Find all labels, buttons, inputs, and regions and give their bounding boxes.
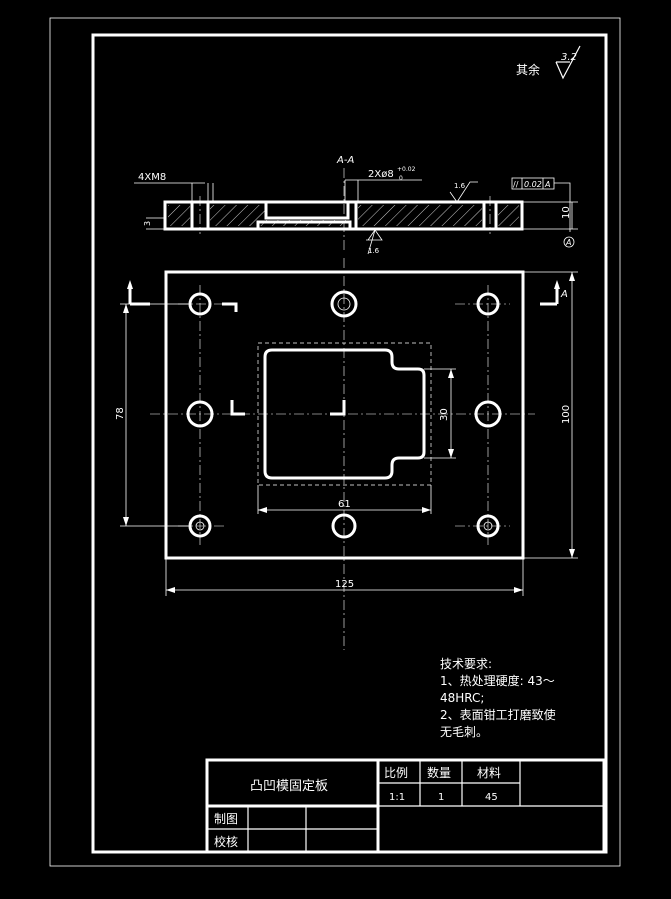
scale-value: 1:1: [389, 792, 405, 803]
flatness-datum: A: [544, 180, 550, 189]
finish-top-text: 1.6: [454, 182, 466, 190]
plan-view: [150, 258, 535, 650]
dim-61: 61: [338, 499, 351, 510]
flatness-symbol: //: [513, 180, 519, 189]
section-mark-right: A: [560, 289, 568, 300]
pin-tol-upper: +0.02: [397, 166, 416, 173]
technical-requirements: 技术要求: 1、热处理硬度: 43～ 48HRC; 2、表面钳工打磨致使 无毛刺…: [440, 656, 600, 741]
hole-mid-left: [186, 400, 214, 428]
flatness-tolerance-frame: [511, 177, 571, 232]
row-drawn: 制图: [214, 812, 238, 826]
hole-callout-text: 4XM8: [138, 172, 166, 183]
col-scale: 比例: [384, 766, 408, 780]
finish-symbol-bottom: [366, 229, 383, 255]
pin-callout-text: 2Xø8: [368, 169, 394, 180]
hole-top-center: [330, 290, 358, 318]
hole-bottom-right: [476, 514, 500, 538]
surface-finish-symbol: [555, 45, 581, 80]
dim-125: 125: [335, 579, 354, 590]
section-view: [163, 196, 524, 234]
dim-thickness: 10: [561, 206, 572, 219]
section-arrow-left: [127, 280, 150, 306]
notes-line-4: 无毛刺。: [440, 725, 489, 739]
notes-line-3: 2、表面钳工打磨致使: [440, 708, 556, 722]
finish-bottom-text: 1.6: [368, 247, 380, 255]
col-material: 材料: [477, 766, 501, 780]
cavity-outline: [263, 348, 426, 480]
hole-mid-right: [474, 400, 502, 428]
outer-border: [49, 17, 621, 867]
qty-value: 1: [438, 792, 444, 803]
notes-line-2: 48HRC;: [440, 691, 485, 705]
dim-30: 30: [439, 408, 450, 421]
dim-counterbore: 3: [143, 221, 152, 226]
finish-note-text: 其余: [516, 62, 540, 77]
hole-bottom-center: [331, 513, 357, 539]
finish-symbol-top: [449, 181, 478, 203]
material-value: 45: [485, 792, 498, 803]
datum-circle: [563, 236, 575, 248]
dim-100: 100: [561, 405, 572, 424]
section-arrow-right: [540, 280, 560, 306]
hole-top-right: [476, 292, 500, 316]
title-block: [205, 758, 606, 854]
datum-label: A: [565, 238, 571, 247]
row-checked: 校核: [214, 834, 238, 849]
dim-78: 78: [115, 407, 126, 420]
finish-value-text: 3.2: [561, 52, 577, 63]
part-name: 凸凹模固定板: [250, 779, 328, 794]
pin-tol-lower: 0: [399, 175, 403, 182]
section-label: A-A: [336, 155, 354, 166]
notes-title: 技术要求:: [440, 657, 493, 671]
flatness-value: 0.02: [524, 180, 542, 189]
col-qty: 数量: [427, 765, 451, 780]
notes-line-1: 1、热处理硬度: 43～: [440, 674, 555, 688]
